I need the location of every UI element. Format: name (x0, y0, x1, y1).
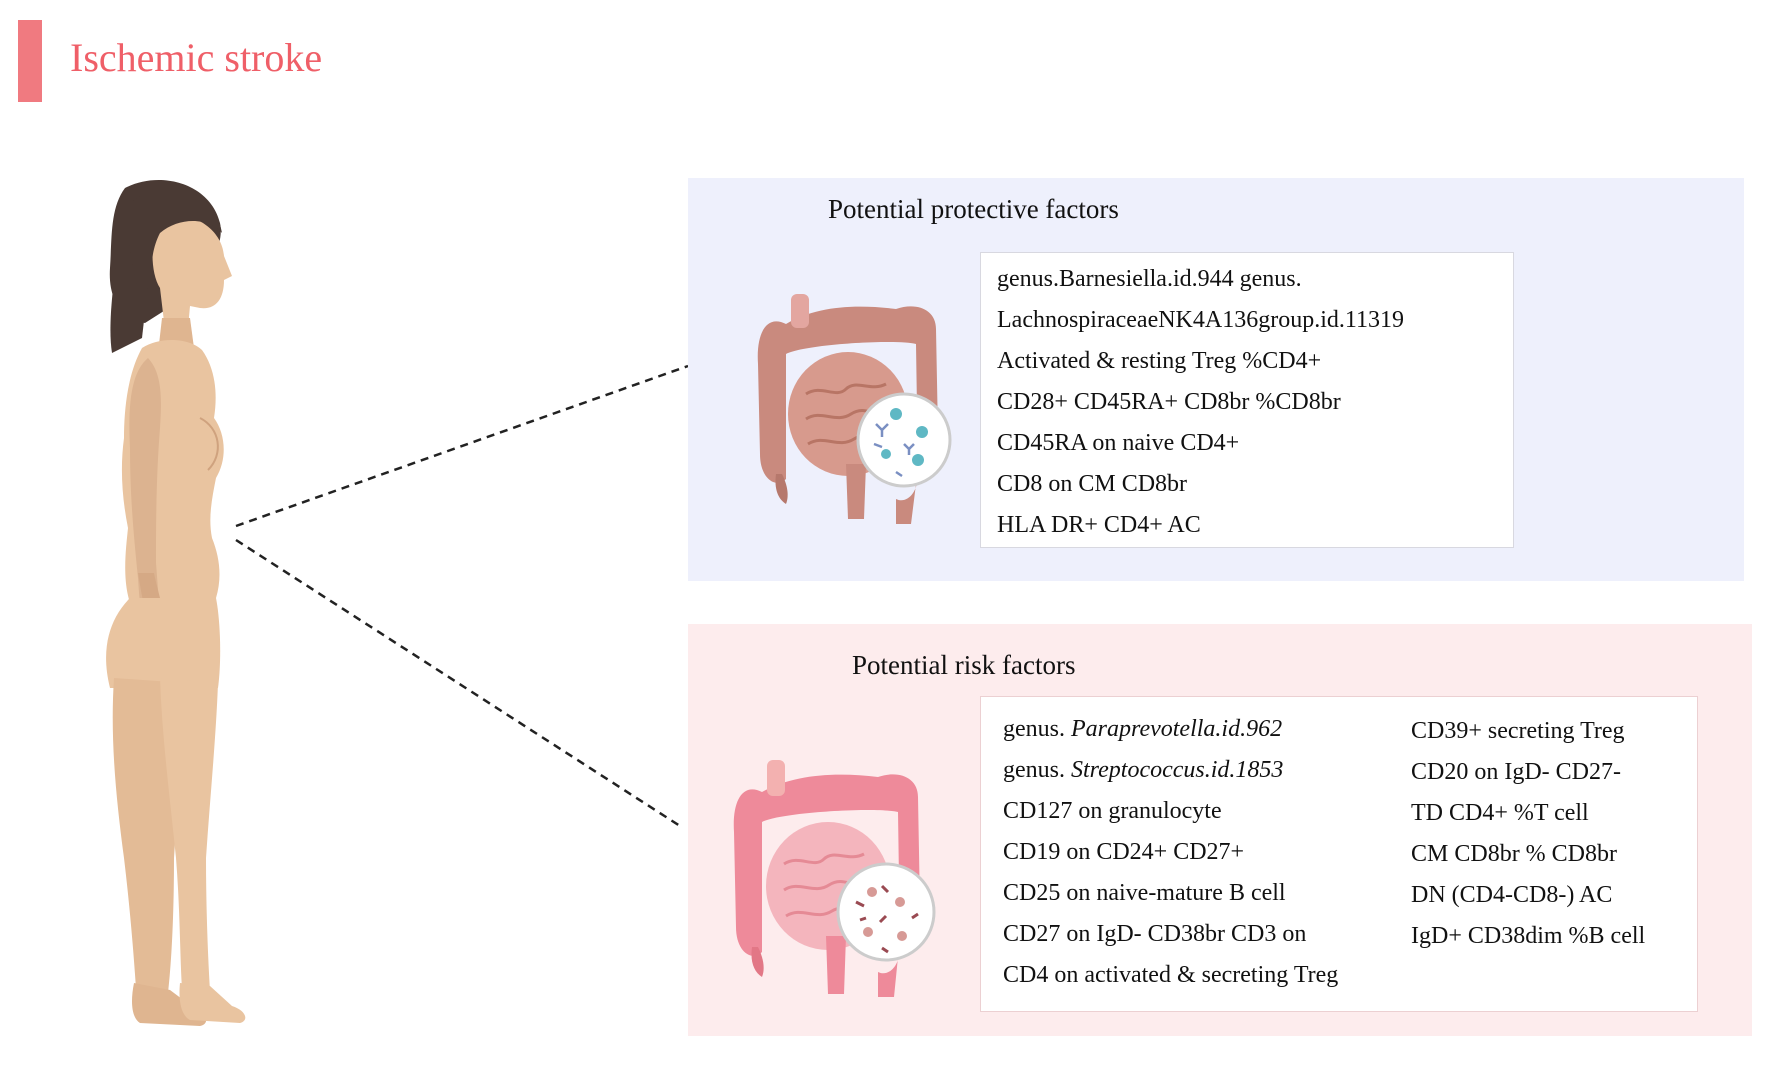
risk-factors-title: Potential risk factors (852, 650, 1076, 680)
protective-factor-item: CD45RA on naive CD4+ (997, 430, 1240, 456)
protective-factor-item: CD8 on CM CD8br (997, 471, 1188, 497)
risk-factors-list-left: genus. Paraprevotella.id.962 genus. Stre… (1003, 709, 1338, 996)
risk-factor-item: TD CD4+ %T cell (1411, 800, 1589, 826)
risk-factor-prefix: genus. (1003, 716, 1071, 742)
risk-factor-item: genus. Streptococcus.id.1853 (1003, 750, 1338, 791)
intestine-illustration-risk (733, 760, 936, 997)
title-accent-bar (18, 20, 42, 102)
risk-factor-item: CD127 on granulocyte (1003, 798, 1222, 824)
connector-protective (235, 364, 689, 528)
risk-factor-item: genus. Paraprevotella.id.962 (1003, 709, 1338, 750)
risk-factor-taxon: Paraprevotella.id.962 (1071, 716, 1283, 742)
protective-factors-list: genus.Barnesiella.id.944 genus. Lachnosp… (997, 259, 1404, 546)
intestine-illustration-protective (757, 294, 952, 524)
protective-factor-item: Activated & resting Treg %CD4+ (997, 348, 1322, 374)
risk-factors-box: genus. Paraprevotella.id.962 genus. Stre… (980, 696, 1698, 1012)
risk-factors-list-right: CD39+ secreting Treg CD20 on IgD- CD27- … (1411, 711, 1645, 957)
connector-risk (235, 538, 681, 828)
risk-factor-item: DN (CD4-CD8-) AC (1411, 882, 1613, 908)
risk-factor-prefix: genus. (1003, 757, 1071, 783)
risk-factor-item: CD20 on IgD- CD27- (1411, 759, 1621, 785)
protective-factor-item: CD28+ CD45RA+ CD8br %CD8br (997, 389, 1341, 415)
protective-factors-box: genus.Barnesiella.id.944 genus. Lachnosp… (980, 252, 1514, 548)
protective-factor-item: LachnospiraceaeNK4A136group.id.11319 (997, 307, 1404, 333)
protective-factors-panel: Potential protective factors genus.Barne… (688, 178, 1744, 581)
risk-factor-item: IgD+ CD38dim %B cell (1411, 923, 1646, 949)
page-title: Ischemic stroke (70, 35, 323, 80)
risk-factor-item: CM CD8br % CD8br (1411, 841, 1618, 867)
risk-factor-item: CD39+ secreting Treg (1411, 718, 1625, 744)
risk-factor-item: CD4 on activated & secreting Treg (1003, 962, 1339, 988)
risk-factor-taxon: Streptococcus.id.1853 (1071, 757, 1284, 783)
risk-factors-panel: Potential risk factors genus. Paraprevot… (688, 624, 1752, 1036)
protective-factors-title: Potential protective factors (828, 194, 1119, 224)
risk-factor-item: CD19 on CD24+ CD27+ (1003, 839, 1245, 865)
human-figure-illustration (106, 180, 246, 1026)
risk-factor-item: CD25 on naive-mature B cell (1003, 880, 1286, 906)
risk-factor-item: CD27 on IgD- CD38br CD3 on (1003, 921, 1307, 947)
protective-factor-item: HLA DR+ CD4+ AC (997, 512, 1201, 538)
protective-factor-item: genus.Barnesiella.id.944 genus. (997, 266, 1302, 292)
